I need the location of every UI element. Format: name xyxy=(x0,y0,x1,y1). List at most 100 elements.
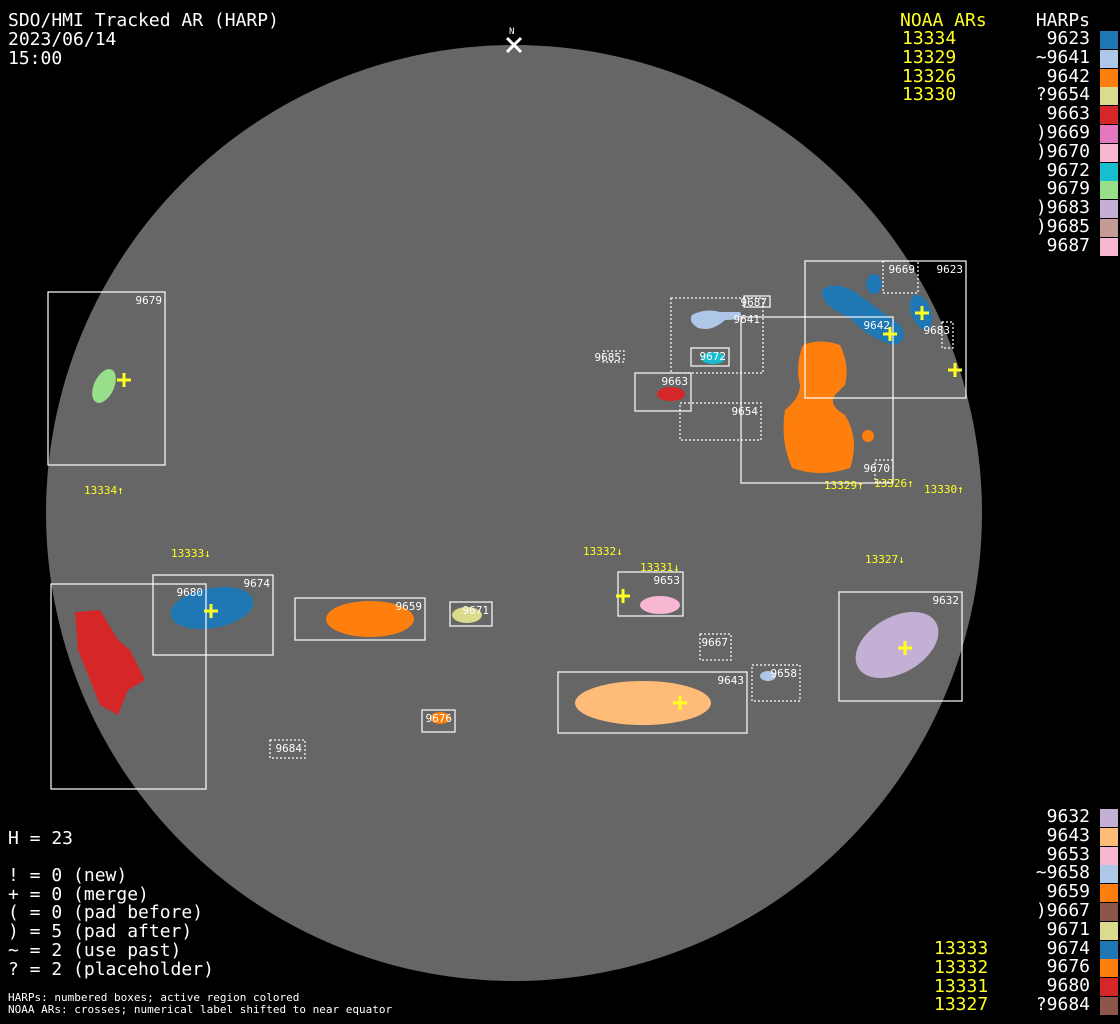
harp-box[interactable]: 9685 xyxy=(595,350,625,364)
harp-color-swatch xyxy=(1100,181,1118,200)
north-label: N xyxy=(509,27,514,37)
harp-box-label: 9663 xyxy=(662,375,689,388)
noaa-ars-heading: NOAA ARs xyxy=(900,10,987,31)
harp-legend-label: 9680 xyxy=(1046,975,1090,997)
harp-box-label: 9658 xyxy=(771,667,798,680)
harp-box[interactable]: 9680 xyxy=(50,583,207,790)
harp-box[interactable]: 9676 xyxy=(421,709,456,733)
harp-box[interactable]: 9687 xyxy=(741,295,771,309)
harp-box[interactable]: 9683 xyxy=(924,321,954,349)
harp-box[interactable]: 9659 xyxy=(294,597,426,641)
harp-legend-label: 9632 xyxy=(1046,806,1090,827)
harp-box-label: 9659 xyxy=(396,600,423,613)
harp-legend-label: 9671 xyxy=(1046,918,1090,940)
harp-box[interactable]: 9623 xyxy=(804,260,967,399)
harp-legend-label: )9670 xyxy=(1035,140,1090,162)
region-9643 xyxy=(575,681,711,725)
harp-box[interactable]: 9679 xyxy=(47,291,166,466)
harp-color-swatch xyxy=(1100,884,1118,903)
harp-box-label: 9654 xyxy=(732,405,759,418)
noaa-cross-icon xyxy=(883,327,897,341)
region-9642 xyxy=(783,341,854,473)
status-legend-line: ? = 2 (placeholder) xyxy=(8,958,214,980)
harp-box-label: 9683 xyxy=(924,324,951,337)
status-legend-line: ! = 0 (new) xyxy=(8,865,128,886)
harp-color-swatch xyxy=(1100,978,1118,997)
harp-box-label: 9641 xyxy=(734,313,761,326)
solar-disk xyxy=(46,45,982,981)
harp-box[interactable]: 9672 xyxy=(690,347,730,367)
harp-box-label: 9643 xyxy=(718,674,745,687)
harp-color-swatch xyxy=(1100,162,1118,181)
harp-color-swatch xyxy=(1100,809,1118,827)
status-legend-line: ~ = 2 (use past) xyxy=(8,939,182,961)
harp-box[interactable]: 9658 xyxy=(751,664,801,702)
noaa-ar-label: 13331↓ xyxy=(640,561,680,574)
harp-color-swatch xyxy=(1100,87,1118,106)
harp-box[interactable]: 9669 xyxy=(882,260,919,294)
harp-box[interactable]: 9670 xyxy=(864,459,894,483)
harp-box-label: 9679 xyxy=(136,294,163,307)
harp-legend-label: )9669 xyxy=(1035,122,1090,143)
noaa-cross-icon xyxy=(915,306,929,320)
region-9659 xyxy=(326,601,414,637)
harp-box-label: 9632 xyxy=(933,594,960,607)
region-9676 xyxy=(430,712,450,724)
noaa-ar-label: 13327↓ xyxy=(865,553,905,566)
harp-legend-label: )9667 xyxy=(1035,900,1090,921)
map-title: SDO/HMI Tracked AR (HARP) xyxy=(8,10,279,31)
noaa-cross-icon xyxy=(117,373,131,387)
harp-box-label: 9680 xyxy=(177,586,204,599)
harp-box[interactable]: 9684 xyxy=(269,739,306,759)
noaa-ar-label: 13333↓ xyxy=(171,547,211,560)
harp-box[interactable]: 9632 xyxy=(838,591,963,702)
region-9623 xyxy=(821,285,904,345)
harp-box[interactable]: 9654 xyxy=(679,402,762,441)
harp-legend-label: ?9654 xyxy=(1035,84,1090,106)
noaa-legend-label: 13334 xyxy=(902,28,957,49)
harp-color-swatch xyxy=(1100,219,1118,237)
harp-legend-label: 9672 xyxy=(1046,159,1090,181)
harp-box-label: 9653 xyxy=(654,574,681,587)
harp-box-label: 9667 xyxy=(702,636,729,649)
harp-legend-label: 9676 xyxy=(1046,956,1090,978)
region-9623-north xyxy=(866,274,882,294)
harp-box[interactable]: 9667 xyxy=(699,633,732,661)
harp-box[interactable]: 9653 xyxy=(617,571,684,617)
harp-legend-label: 9687 xyxy=(1046,234,1090,256)
noaa-cross-icon xyxy=(616,589,630,603)
harp-box[interactable]: 9643 xyxy=(557,671,748,734)
harp-color-swatch xyxy=(1100,903,1118,921)
harp-box-label: 9670 xyxy=(864,462,891,475)
harp-color-swatch xyxy=(1100,49,1118,68)
region-9632 xyxy=(855,611,939,679)
harp-box[interactable]: 9674 xyxy=(152,574,274,656)
region-9679 xyxy=(92,369,116,403)
harp-color-swatch xyxy=(1100,865,1118,884)
harp-color-swatch xyxy=(1100,200,1118,219)
harp-box-label: 9669 xyxy=(889,263,916,276)
region-9658 xyxy=(760,671,776,681)
harp-box[interactable]: 9663 xyxy=(634,372,692,412)
harp-legend-label: 9679 xyxy=(1046,178,1090,200)
harp-box[interactable]: 9671 xyxy=(449,601,493,627)
status-legend-line: ( = 0 (pad before) xyxy=(8,902,204,924)
region-9653 xyxy=(640,596,680,614)
map-time: 15:00 xyxy=(8,48,63,69)
harp-legend-label: )9683 xyxy=(1035,197,1090,219)
harp-box[interactable]: 9642 xyxy=(740,316,894,484)
harp-box[interactable]: 9641 xyxy=(670,297,764,374)
region-9671 xyxy=(452,607,482,623)
harp-legend-label: ~9658 xyxy=(1035,862,1090,884)
harp-box-label: 9674 xyxy=(244,577,271,590)
harp-color-swatch xyxy=(1100,106,1118,125)
harp-legend-label: 9674 xyxy=(1046,937,1090,959)
harp-box-label: 9676 xyxy=(426,712,453,725)
harp-box-label: 9684 xyxy=(276,742,303,755)
harp-color-swatch xyxy=(1100,68,1118,87)
harp-legend-label: 9643 xyxy=(1046,824,1090,846)
noaa-legend-label: 13327 xyxy=(934,994,989,1016)
noaa-legend-label: 13326 xyxy=(902,65,957,87)
noaa-ar-label: 13332↓ xyxy=(583,545,623,558)
